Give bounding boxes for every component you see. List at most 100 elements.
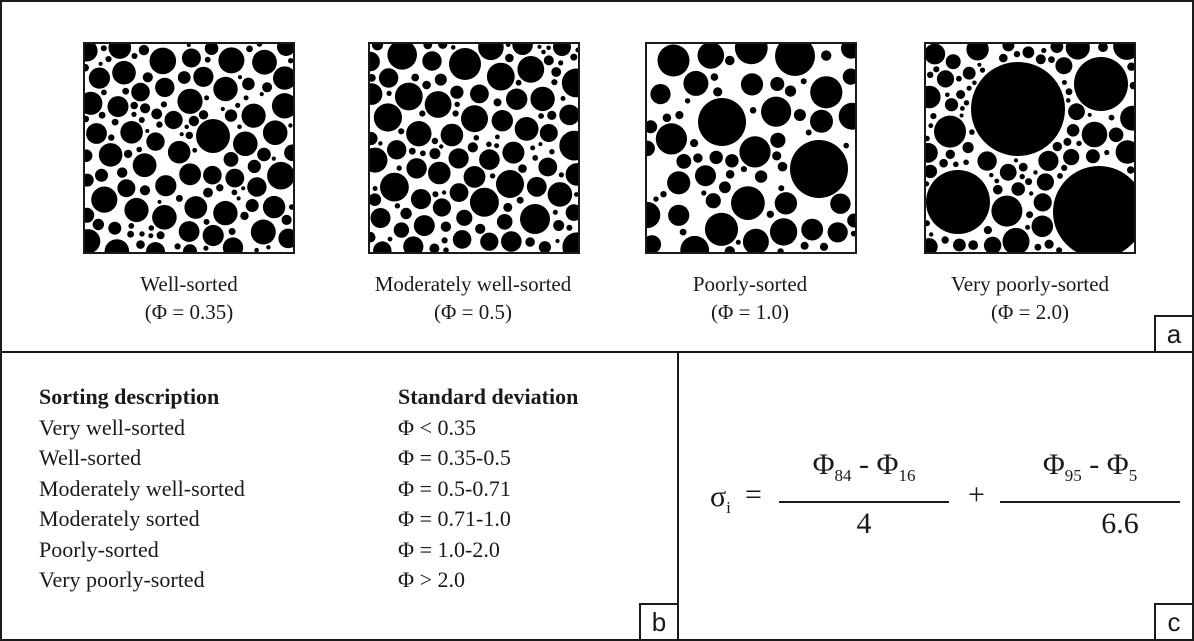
grain [926,164,938,179]
grain [551,79,558,86]
minus-sign: - [859,448,869,481]
grain [241,103,266,128]
grain [204,56,211,63]
grain [246,45,253,53]
grain [86,123,107,144]
grain [1025,178,1033,186]
grain [160,101,167,108]
grain [1033,170,1038,175]
grain [1061,164,1068,171]
grain [224,109,238,122]
grain [420,150,426,157]
grain [538,157,558,177]
grain [926,85,941,109]
grain [660,191,667,198]
grain [966,44,989,61]
grain [647,140,655,157]
grain [1041,47,1047,54]
grain [429,243,440,252]
grain [841,44,855,59]
panel-tag-c: c [1154,603,1194,641]
grain [85,173,94,187]
caption-label: Poorly-sorted [692,272,808,296]
grain [1025,224,1031,230]
grain [555,238,560,244]
grain [250,219,276,245]
grain [393,222,410,238]
grain [1120,105,1134,131]
grain [256,44,263,47]
caption-very-poorly-sorted: Very poorly-sorted (Φ = 2.0) [890,270,1170,326]
caption-label: Moderately well-sorted [374,272,572,296]
caption-label: Very poorly-sorted [950,272,1110,296]
numerator-one: Φ84 - Φ16 [779,448,949,486]
grain [370,147,388,173]
percentile-subscript: 95 [1064,466,1082,485]
grain [991,195,1023,227]
grain [277,44,293,56]
grain [267,161,293,190]
grain [695,165,716,187]
grain [959,113,964,118]
grain [742,228,769,252]
grain [463,166,486,188]
grain [138,117,145,123]
grain [989,172,994,178]
grain [151,108,163,120]
phi-symbol: Φ [876,448,899,481]
grain [178,221,200,242]
grain [725,55,735,66]
grain [1031,215,1054,238]
grain [953,238,966,252]
grain [496,170,524,198]
grain [570,53,578,61]
grain [926,220,930,227]
grain [203,165,222,185]
grain [440,123,464,147]
grain [181,48,201,68]
grain [108,134,115,141]
grain [683,70,709,96]
grain [546,45,551,51]
grain [926,170,990,234]
grain [956,75,962,82]
grain [202,224,224,247]
grain [100,45,107,52]
grain [188,115,200,127]
grain [800,78,807,85]
grain [668,204,690,226]
grain [761,96,792,127]
grain [479,149,500,170]
grain [370,83,383,105]
grain [553,220,565,231]
grain [1076,140,1082,147]
grain [538,142,543,147]
denominator-two: 6.6 [1101,507,1139,540]
grain [941,236,949,244]
grain [450,85,464,99]
grain [373,241,392,252]
sigma-char: σ [710,480,727,513]
grain [709,150,723,165]
grain [387,44,417,70]
grain [559,130,578,161]
grain [538,113,544,119]
row-description: Moderately sorted [39,506,200,531]
grain [108,221,122,235]
grain [424,91,452,118]
grain [725,154,739,168]
grain [506,88,528,110]
row-deviation: Φ < 0.35 [398,414,476,440]
grain [456,209,473,226]
grain [112,60,136,85]
grain [470,84,489,104]
grain [486,141,492,148]
grain [953,161,959,168]
grain [838,102,855,130]
grain [749,107,757,114]
grain [494,143,500,149]
grain [1029,191,1034,196]
grain [131,53,138,59]
grain [929,232,934,237]
grain [930,113,937,120]
